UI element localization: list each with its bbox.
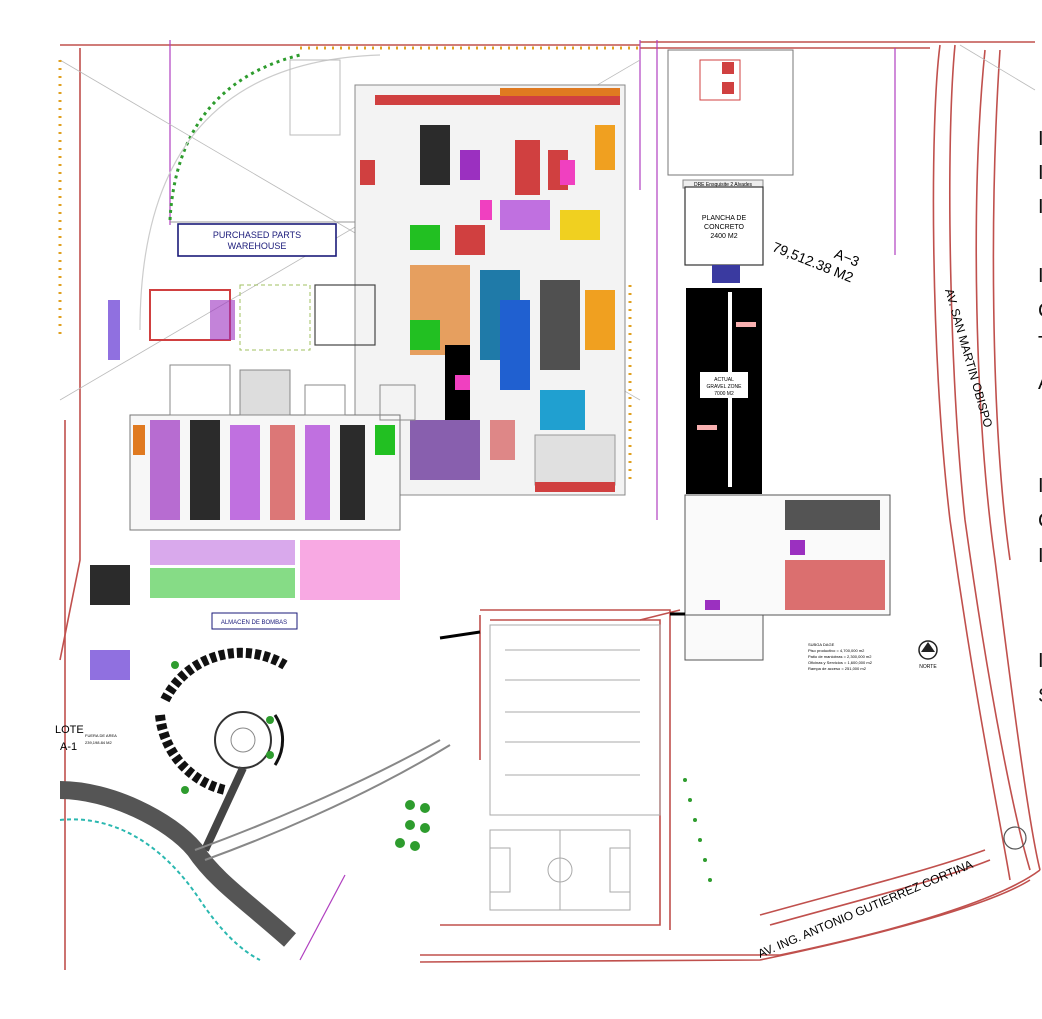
plaza <box>155 647 288 852</box>
plancha-area: 2400 M2 <box>710 233 737 240</box>
right-edge-fragment: I <box>1038 545 1042 567</box>
right-edge-fragment: I <box>1038 196 1042 218</box>
gravel-label-line2: GRAVEL ZONE <box>706 384 742 390</box>
storage-label: ALMACEN DE BOMBAS <box>221 620 287 626</box>
right-edge-fragment: C <box>1038 300 1042 323</box>
plancha-label-line2: CONCRETO <box>704 224 744 231</box>
purchased-parts-label-line1: PURCHASED PARTS <box>213 230 301 240</box>
right-edge-fragment: C <box>1038 510 1042 533</box>
top-strip-label: DRE Ensquisite 2 Alvades <box>694 182 753 188</box>
roundabout <box>1003 826 1027 850</box>
legend-line-1: SUBGA DAGE <box>808 642 835 647</box>
right-edge-fragment: S <box>1038 685 1042 708</box>
sports-field <box>489 829 631 911</box>
gravel-zone: ACTUAL GRAVEL ZONE 7000 M2 <box>686 288 762 494</box>
legend-line-3: Patio de maniobras = 2,300,000 m2 <box>808 654 872 659</box>
northwest-buildings <box>108 284 416 421</box>
lote-zone: A-1 <box>60 741 77 753</box>
right-edge-fragment: I <box>1038 162 1042 184</box>
west-building: ALMACEN DE BOMBAS <box>90 414 401 680</box>
right-edge-fragment: I <box>1038 475 1042 497</box>
right-edge-fragment: I <box>1038 650 1042 672</box>
concrete-pad: DRE Ensquisite 2 Alvades PLANCHA DE CONC… <box>667 49 794 283</box>
lote-label: LOTE <box>55 724 84 736</box>
gravel-area: 7000 M2 <box>714 391 734 397</box>
lot-fine-1: FUERA DE AREA <box>85 733 117 738</box>
street-east-label: AV. SAN MARTIN OBISPO <box>942 287 995 429</box>
plancha-label-line1: PLANCHA DE <box>702 215 747 222</box>
river <box>59 739 451 961</box>
right-edge-fragment: T <box>1038 333 1042 356</box>
north-arrow-icon <box>918 640 938 660</box>
parking-lot <box>489 624 661 816</box>
east-annex: NORTE SUBGA DAGE Piso productivo = 4,700… <box>684 494 938 671</box>
purchased-parts-label-line2: WAREHOUSE <box>228 241 287 251</box>
right-edge-fragment: I <box>1038 128 1042 150</box>
zone-a3: A−3 79,512.38 M2 <box>770 239 862 286</box>
legend-line-4: Oficinas y Servicios = 1,600,000 m2 <box>808 660 873 665</box>
dotted-paths <box>58 46 640 480</box>
street-south-label: AV. ING. ANTONIO GUTIERREZ CORTINA <box>756 857 975 961</box>
right-edge-fragment: A <box>1038 372 1042 395</box>
gravel-label-line1: ACTUAL <box>714 377 734 383</box>
legend-line-5: Rampa de acceso = 251,000 m2 <box>808 666 867 671</box>
survey-lines <box>169 40 896 961</box>
right-edge-fragment: I <box>1038 265 1042 287</box>
perimeter-roads <box>59 41 1041 970</box>
lot-fine-2: 239,198.84 M2 <box>85 740 112 745</box>
trees <box>171 661 712 882</box>
legend-line-2: Piso productivo = 4,700,000 m2 <box>808 648 865 653</box>
north-label: NORTE <box>919 664 937 670</box>
purchased-parts-area: PURCHASED PARTS WAREHOUSE <box>139 53 400 331</box>
